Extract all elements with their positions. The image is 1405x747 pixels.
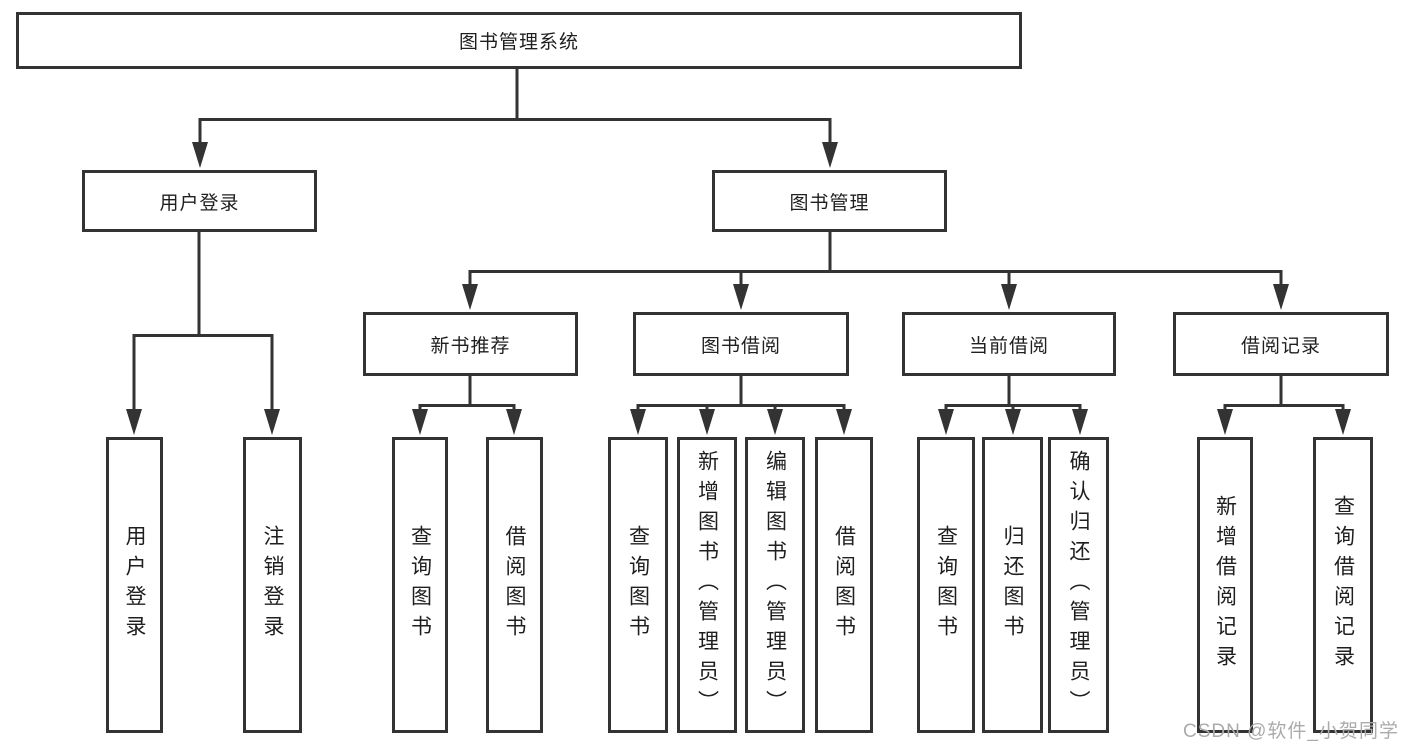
node-book-borrow: 图书借阅 — [633, 312, 849, 376]
node-book-management: 图书管理 — [712, 170, 947, 232]
node-current-borrow-label: 当前借阅 — [968, 335, 1049, 357]
node-borrow-records: 借阅记录 — [1173, 312, 1389, 376]
leaf-query-books-borrow: 查询图书 — [608, 437, 668, 733]
node-user-login: 用户登录 — [82, 170, 317, 232]
leaf-query-books-recommend-label: 查询图书 — [408, 525, 432, 645]
leaf-add-book-admin: 新增图书（管理员） — [677, 437, 737, 733]
leaf-query-borrow-record-label: 查询借阅记录 — [1331, 495, 1355, 675]
leaf-query-books-recommend: 查询图书 — [392, 437, 448, 733]
leaf-borrow-books-recommend-label: 借阅图书 — [503, 525, 526, 645]
leaf-confirm-return-admin: 确认归还（管理员） — [1048, 437, 1109, 733]
leaf-query-borrow-record: 查询借阅记录 — [1313, 437, 1373, 733]
node-book-management-label: 图书管理 — [789, 192, 870, 214]
node-borrow-records-label: 借阅记录 — [1240, 335, 1321, 357]
leaf-add-borrow-record-label: 新增借阅记录 — [1213, 495, 1237, 675]
leaf-query-books-borrow-label: 查询图书 — [626, 525, 650, 645]
leaf-borrow-books-2-label: 借阅图书 — [832, 525, 856, 645]
leaf-logout-label: 注销登录 — [261, 525, 284, 645]
csdn-watermark: CSDN @软件_小贺同学 — [1183, 721, 1399, 742]
leaf-return-books-label: 归还图书 — [1001, 525, 1024, 645]
node-root-label: 图书管理系统 — [458, 32, 579, 53]
leaf-borrow-books-recommend: 借阅图书 — [486, 437, 543, 733]
leaf-borrow-books-2: 借阅图书 — [815, 437, 873, 733]
leaf-user-login: 用户登录 — [106, 437, 163, 733]
leaf-edit-book-admin: 编辑图书（管理员） — [745, 437, 805, 733]
leaf-add-book-admin-label: 新增图书（管理员） — [695, 450, 719, 720]
leaf-query-books-current-label: 查询图书 — [934, 525, 958, 645]
leaf-add-borrow-record: 新增借阅记录 — [1197, 437, 1253, 733]
leaf-confirm-return-admin-label: 确认归还（管理员） — [1067, 450, 1090, 720]
arrowheads — [126, 142, 1351, 435]
node-user-login-label: 用户登录 — [159, 192, 240, 214]
leaf-logout: 注销登录 — [243, 437, 302, 733]
leaf-return-books: 归还图书 — [982, 437, 1043, 733]
node-current-borrow: 当前借阅 — [902, 312, 1116, 376]
node-new-book-recommend: 新书推荐 — [363, 312, 578, 376]
node-root: 图书管理系统 — [16, 12, 1022, 69]
leaf-edit-book-admin-label: 编辑图书（管理员） — [763, 450, 787, 720]
leaf-query-books-current: 查询图书 — [917, 437, 975, 733]
node-book-borrow-label: 图书借阅 — [700, 335, 781, 357]
leaf-user-login-label: 用户登录 — [123, 525, 146, 645]
node-new-book-recommend-label: 新书推荐 — [430, 335, 511, 357]
